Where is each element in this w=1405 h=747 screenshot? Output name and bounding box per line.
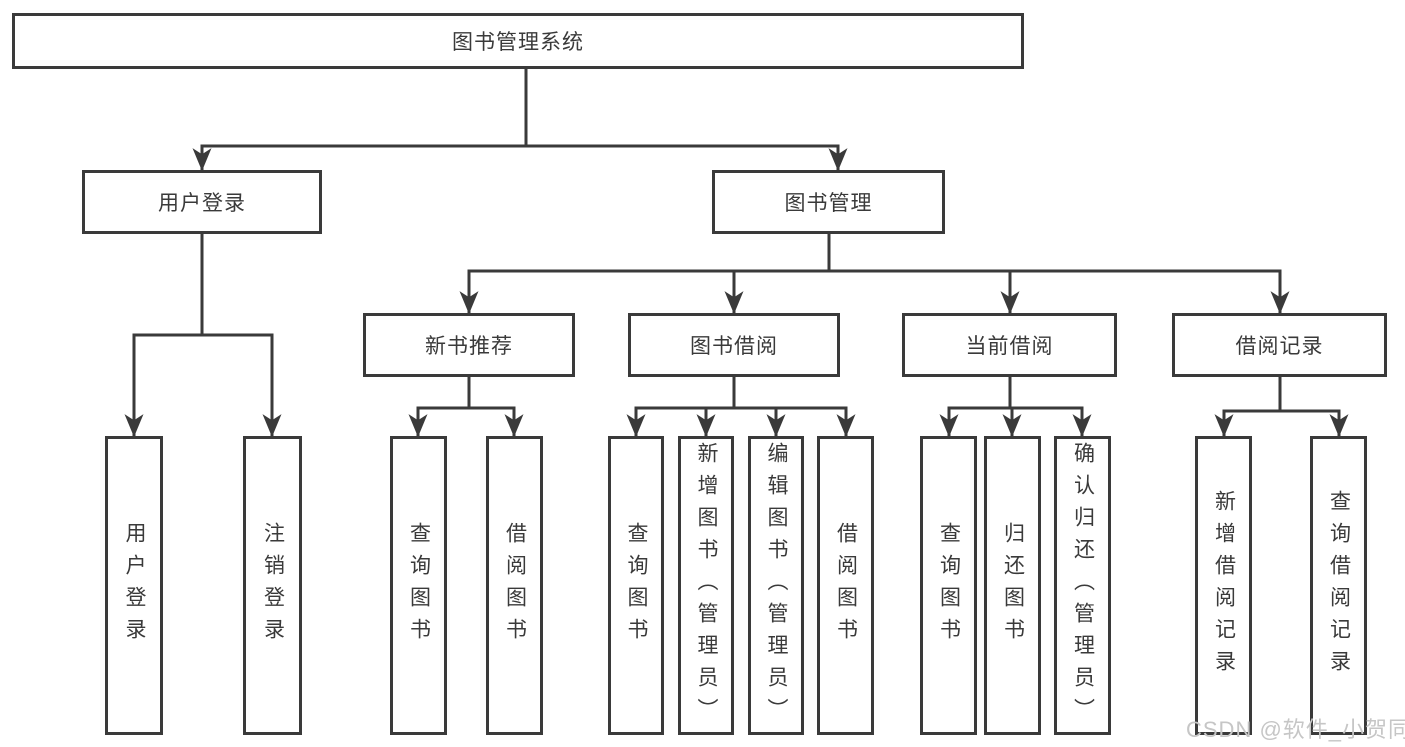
leaf-return-books: 归还图书 bbox=[984, 436, 1041, 735]
node-current-borrowing: 当前借阅 bbox=[902, 313, 1117, 377]
leaf-add-borrow-record: 新增借阅记录 bbox=[1195, 436, 1252, 735]
leaf-borrow-books-recommend: 借阅图书 bbox=[486, 436, 543, 735]
node-user-login-branch: 用户登录 bbox=[82, 170, 322, 234]
node-borrowing-records: 借阅记录 bbox=[1172, 313, 1387, 377]
leaf-add-books-admin: 新增图书（管理员） bbox=[678, 436, 734, 735]
leaf-query-books-current: 查询图书 bbox=[920, 436, 977, 735]
leaf-borrow-books-borrowing: 借阅图书 bbox=[817, 436, 874, 735]
node-new-book-recommendation: 新书推荐 bbox=[363, 313, 575, 377]
node-book-management-branch: 图书管理 bbox=[712, 170, 945, 234]
csdn-watermark: CSDN @软件_小贺同学 bbox=[1186, 717, 1405, 742]
leaf-query-books-borrowing: 查询图书 bbox=[608, 436, 664, 735]
leaf-user-login: 用户登录 bbox=[105, 436, 163, 735]
leaf-query-books-recommend: 查询图书 bbox=[390, 436, 447, 735]
leaf-logout: 注销登录 bbox=[243, 436, 302, 735]
node-library-management-system: 图书管理系统 bbox=[12, 13, 1024, 69]
leaf-confirm-return-admin: 确认归还（管理员） bbox=[1054, 436, 1111, 735]
node-book-borrowing: 图书借阅 bbox=[628, 313, 840, 377]
leaf-edit-books-admin: 编辑图书（管理员） bbox=[748, 436, 804, 735]
leaf-query-borrow-record: 查询借阅记录 bbox=[1310, 436, 1367, 735]
